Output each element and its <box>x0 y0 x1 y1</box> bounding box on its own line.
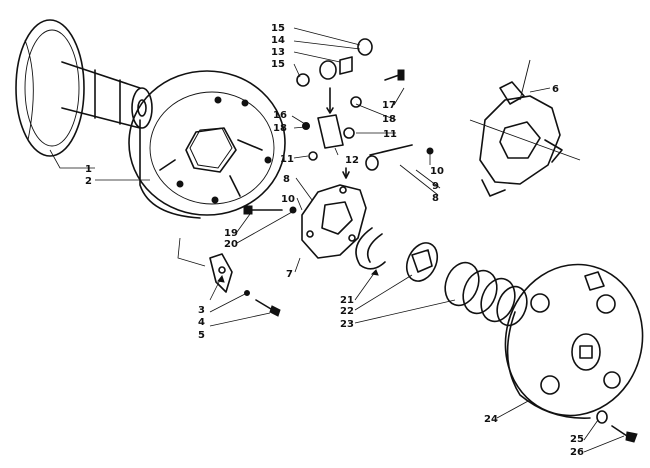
weight-arm <box>209 253 233 293</box>
roller-assembly <box>296 38 434 179</box>
callout-10a: 10 <box>281 194 295 205</box>
callout-26: 26 <box>570 447 584 458</box>
callout-25: 25 <box>570 434 584 445</box>
callout-12: 12 <box>345 155 359 166</box>
callout-labels: 1 2 3 4 5 6 7 8 8 9 10 10 11 11 12 13 14… <box>85 23 584 458</box>
clutch-cover-housing <box>128 70 286 219</box>
callout-2: 2 <box>85 176 92 187</box>
callout-4: 4 <box>198 317 205 328</box>
spider-assembly <box>469 59 581 197</box>
callout-3: 3 <box>198 305 205 316</box>
callout-20: 20 <box>224 239 238 250</box>
sheave-shaft <box>61 61 153 129</box>
arm-bolt <box>244 290 281 317</box>
callout-14: 14 <box>271 35 285 46</box>
callout-19: 19 <box>224 228 238 239</box>
callout-18b: 18 <box>382 114 396 125</box>
clutch-spring <box>444 261 528 327</box>
callout-17: 17 <box>382 100 396 111</box>
leader-arrows <box>217 269 379 283</box>
callout-21: 21 <box>340 295 354 306</box>
housing-bolt <box>243 205 297 215</box>
callout-22: 22 <box>340 306 354 317</box>
movable-sheave <box>504 263 644 419</box>
callout-13: 13 <box>271 47 285 58</box>
callout-11b: 11 <box>383 129 397 140</box>
callout-15a: 15 <box>271 23 285 34</box>
bushing <box>405 242 439 282</box>
leader-lines <box>49 27 625 453</box>
spider <box>301 184 367 259</box>
callout-23: 23 <box>340 319 354 330</box>
callout-24: 24 <box>484 414 498 425</box>
callout-11a: 11 <box>280 154 294 165</box>
callout-1: 1 <box>85 164 92 175</box>
callout-18a: 18 <box>273 123 287 134</box>
callout-9: 9 <box>432 181 439 192</box>
callout-16: 16 <box>273 110 287 121</box>
callout-8a: 8 <box>283 174 290 185</box>
retaining-ring <box>355 227 386 270</box>
callout-15b: 15 <box>271 59 285 70</box>
callout-8b: 8 <box>432 193 439 204</box>
drive-sheave-disc <box>15 19 85 157</box>
callout-7: 7 <box>286 269 293 280</box>
callout-10b: 10 <box>430 166 444 177</box>
callout-6: 6 <box>552 84 559 95</box>
callout-5: 5 <box>198 330 205 341</box>
sheave-bolt <box>596 410 638 443</box>
